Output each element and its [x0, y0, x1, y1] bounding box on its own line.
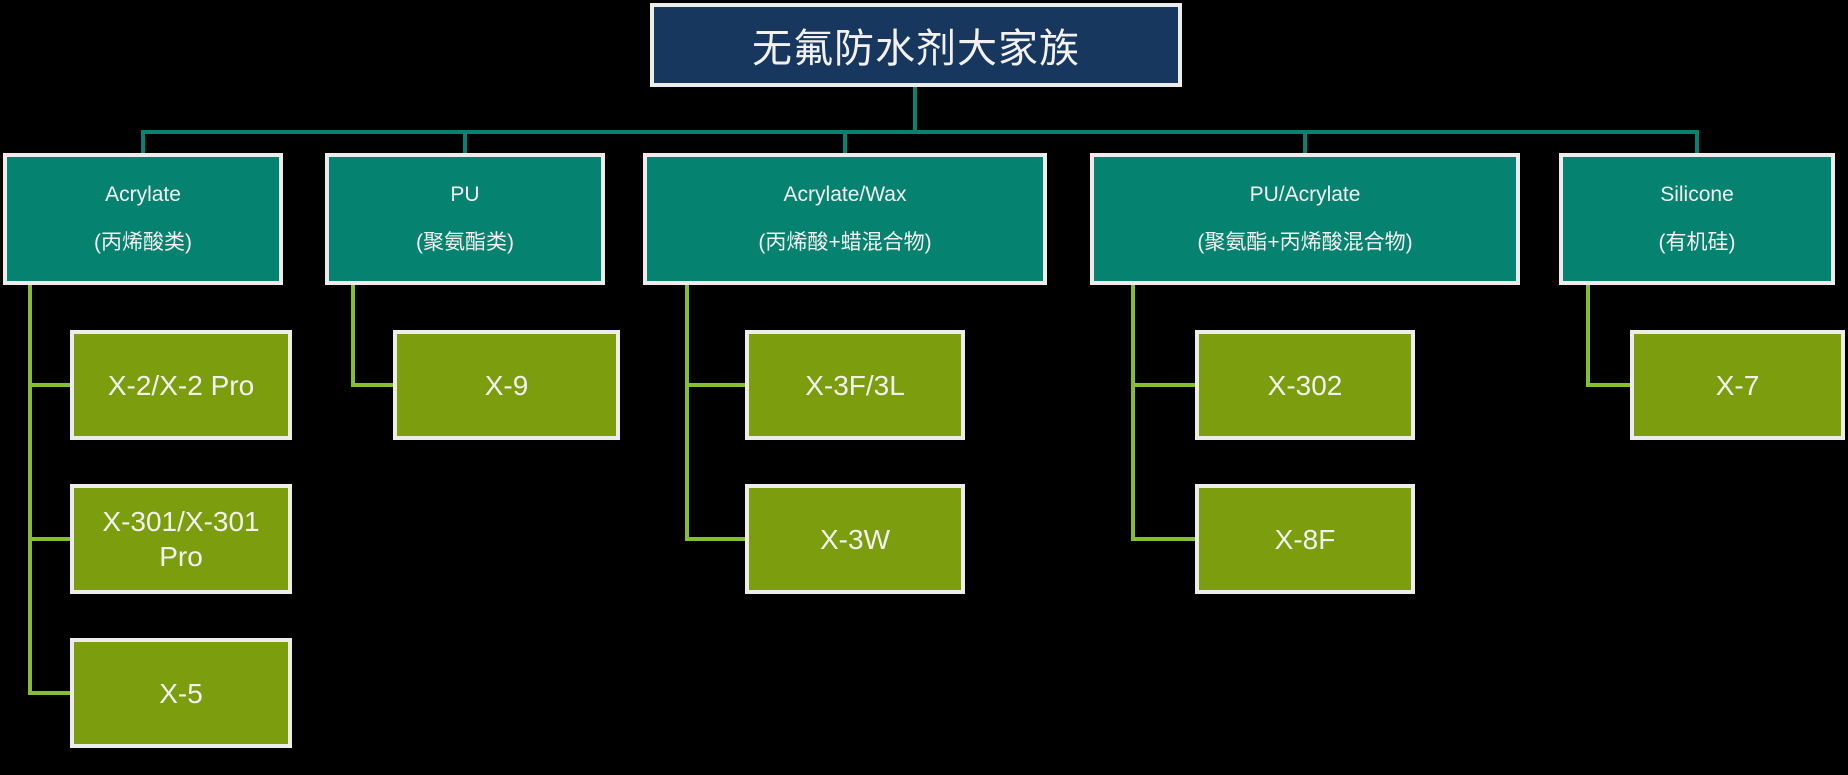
- category-subtitle: (丙烯酸类): [94, 230, 192, 254]
- connector-stub-x5: [28, 691, 70, 695]
- product-node-x8f: X-8F: [1195, 484, 1415, 594]
- category-node-silicone: Silicone (有机硅): [1559, 153, 1835, 285]
- category-title: Silicone: [1660, 182, 1734, 206]
- category-title: PU: [450, 182, 480, 206]
- connector-drop-acrylate-wax: [843, 130, 847, 153]
- product-node-x9: X-9: [393, 330, 620, 440]
- category-node-acrylate: Acrylate (丙烯酸类): [3, 153, 283, 285]
- connector-root-stem: [913, 87, 917, 130]
- connector-stub-x3f: [685, 383, 745, 387]
- connector-stub-x2: [28, 383, 70, 387]
- product-node-x3f: X-3F/3L: [745, 330, 965, 440]
- product-node-x7: X-7: [1630, 330, 1845, 440]
- connector-stub-x7: [1586, 383, 1630, 387]
- connector-vert-pu: [351, 285, 355, 387]
- connector-rail: [141, 130, 1699, 134]
- category-title: PU/Acrylate: [1249, 182, 1361, 206]
- connector-drop-acrylate: [141, 130, 145, 153]
- connector-vert-pu-acrylate: [1131, 285, 1135, 541]
- connector-stub-x8f: [1131, 537, 1195, 541]
- connector-drop-pu: [463, 130, 467, 153]
- category-subtitle: (有机硅): [1658, 230, 1736, 254]
- category-subtitle: (聚氨酯类): [416, 230, 514, 254]
- connector-stub-x301: [28, 537, 70, 541]
- connector-vert-acrylate-wax: [685, 285, 689, 541]
- category-title: Acrylate/Wax: [783, 182, 907, 206]
- connector-vert-silicone: [1586, 285, 1590, 385]
- category-title: Acrylate: [105, 182, 181, 206]
- connector-stub-x302: [1131, 383, 1195, 387]
- root-label: 无氟防水剂大家族: [752, 27, 1080, 71]
- product-node-x5: X-5: [70, 638, 292, 748]
- category-subtitle: (聚氨酯+丙烯酸混合物): [1197, 230, 1413, 254]
- connector-drop-pu-acrylate: [1303, 130, 1307, 153]
- category-node-pu: PU (聚氨酯类): [325, 153, 605, 285]
- connector-stub-x9: [351, 383, 393, 387]
- root-node: 无氟防水剂大家族: [650, 3, 1182, 87]
- category-node-pu-acrylate: PU/Acrylate (聚氨酯+丙烯酸混合物): [1090, 153, 1520, 285]
- product-node-x3w: X-3W: [745, 484, 965, 594]
- connector-vert-acrylate: [28, 285, 32, 695]
- category-node-acrylate-wax: Acrylate/Wax (丙烯酸+蜡混合物): [643, 153, 1047, 285]
- product-node-x2: X-2/X-2 Pro: [70, 330, 292, 440]
- connector-stub-x3w: [685, 537, 745, 541]
- category-subtitle: (丙烯酸+蜡混合物): [758, 230, 932, 254]
- product-node-x302: X-302: [1195, 330, 1415, 440]
- product-node-x301: X-301/X-301 Pro: [70, 484, 292, 594]
- connector-drop-silicone: [1695, 130, 1699, 153]
